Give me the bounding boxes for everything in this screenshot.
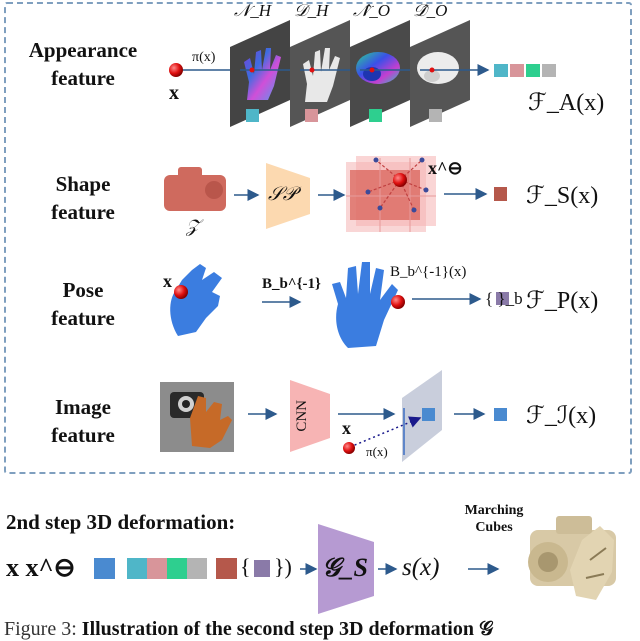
canonical-point [391, 295, 405, 309]
pose-point-label: x [163, 271, 172, 291]
pose-row [170, 262, 509, 348]
cnn-block [290, 380, 330, 452]
cnn-label: CNN [294, 400, 310, 432]
cube-pink [305, 109, 318, 122]
shape-point-label: x^⊖ [428, 158, 463, 178]
plane-label-normal-hand: 𝒩_H [234, 1, 272, 20]
image-point-label: x [342, 418, 351, 438]
latent-code-label: 𝒵 [186, 216, 200, 236]
shape-query-point [393, 173, 407, 187]
appearance-point-label: x [169, 82, 179, 104]
appearance-point [169, 63, 183, 77]
appearance-feature-output: ℱ_A(x) [528, 90, 605, 116]
caption-bold: Illustration of the second step 3D defor… [81, 618, 494, 640]
step2-pose-brace-close: }) [274, 554, 292, 579]
step2-cube-blue [94, 558, 115, 579]
pose-point [174, 285, 188, 299]
plane-normal-hand [230, 20, 290, 127]
shape-feature-output: ℱ_S(x) [526, 183, 599, 209]
cube-green [369, 109, 382, 122]
image-point [343, 442, 355, 454]
step2-output: s(x) [402, 554, 440, 581]
step2-graphics [94, 516, 616, 614]
cube-gray [429, 109, 442, 122]
step2-appearance-vector [127, 558, 207, 579]
plane-depth-object [410, 20, 470, 127]
appearance-projection-label: π(x) [192, 50, 216, 65]
reconstructed-mesh [528, 516, 616, 600]
pose-feature-output: ℱ_P(x) [526, 288, 599, 314]
image-projection-label: π(x) [366, 444, 388, 459]
plane-label-depth-hand: 𝒟_H [294, 1, 329, 20]
canonical-hand [332, 262, 398, 348]
feature-panel-frame [4, 2, 632, 474]
plane-label-normal-object: 𝒩̂_O [353, 1, 391, 20]
figure-caption: Figure 3: Illustration of the second ste… [4, 618, 493, 641]
image-feature-output: ℱ_ℐ(x) [526, 403, 597, 429]
shape-row [164, 156, 507, 232]
posed-hand [170, 264, 222, 336]
marching-cubes-label: Marching Cubes [464, 503, 524, 535]
cube-brown [494, 187, 507, 201]
cube-teal [246, 109, 259, 122]
pose-transform-label: B_b^{-1} [262, 276, 321, 292]
step2-cube-brown [216, 558, 237, 579]
caption-prefix: Figure 3: [4, 618, 82, 640]
step2-cube-purple [254, 560, 270, 577]
generator-block [318, 524, 374, 614]
input-image-content [170, 392, 232, 448]
pose-output-set: { }_b [485, 289, 523, 308]
generator-label: 𝒢_S [322, 553, 368, 582]
shape-decoder-label: 𝒮𝒫 [268, 184, 297, 205]
latent-camera-shape [164, 167, 226, 211]
image-row [160, 370, 507, 462]
step2-inputs: x x^⊖ [6, 553, 76, 582]
pose-transformed-point-label: B_b^{-1}(x) [390, 264, 467, 280]
step2-pose-brace-open: { [240, 554, 251, 579]
appearance-feature-vector [494, 64, 556, 77]
shape-grid-volume [346, 156, 436, 232]
cube-purple [496, 292, 509, 305]
cube-blue [494, 408, 507, 421]
plane-depth-hand [290, 20, 350, 127]
step2-title: 2nd step 3D deformation: [6, 510, 236, 534]
image-feature-cube [422, 408, 435, 421]
appearance-row [169, 20, 556, 127]
plane-label-depth-object: 𝒟̂_O [413, 1, 448, 20]
shape-decoder-block [266, 163, 310, 229]
